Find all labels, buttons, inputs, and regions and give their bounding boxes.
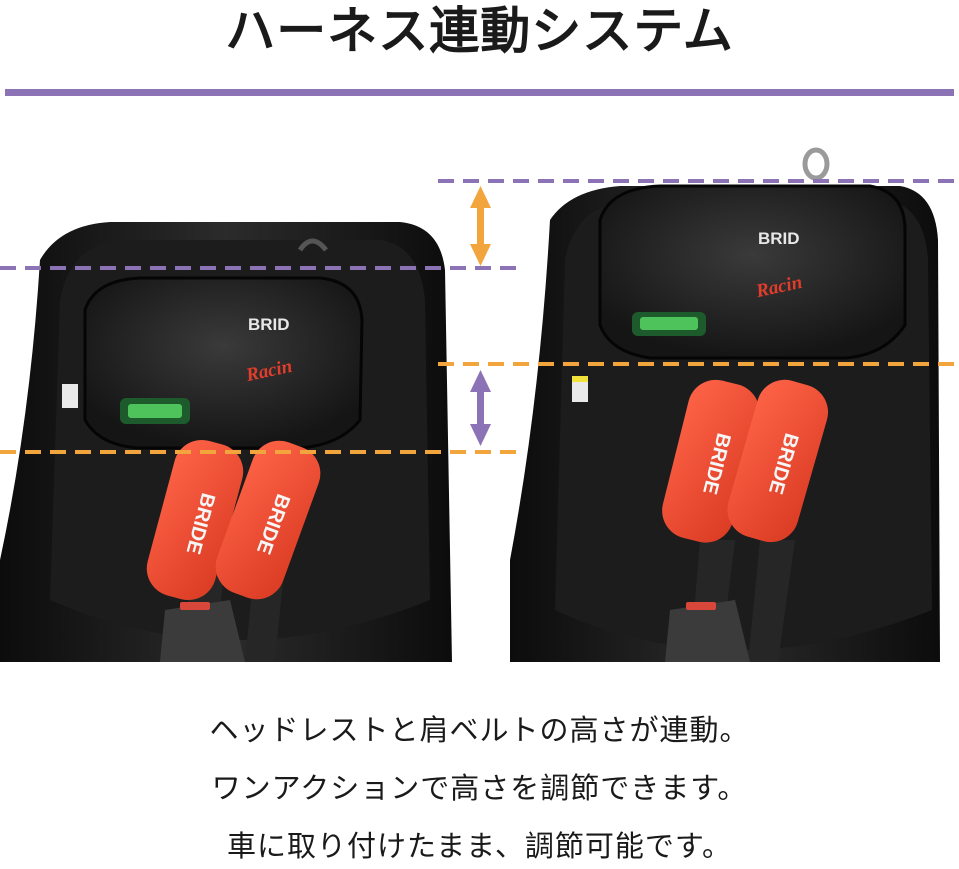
shoulder-belt-height-arrow [470,370,491,446]
caption-line-2: ワンアクションで高さを調節できます。 [211,771,748,805]
height-guide-lines [0,179,959,454]
title-underline [5,89,954,96]
seat-high-position: BRID Racin BRIDE BRIDE [510,147,959,662]
page-title: ハーネス連動システム [225,2,734,60]
seat-left-brand: BRID [248,315,290,334]
caption-line-1: ヘッドレストと肩ベルトの高さが連動。 [209,713,750,747]
seat-low-position: BRID Racin BRIDE BRIDE [0,205,452,662]
caption-line-3: 車に取り付けたまま、調節可能です。 [226,829,733,863]
headrest-height-arrow [470,186,491,266]
seat-right-brand: BRID [758,229,800,248]
